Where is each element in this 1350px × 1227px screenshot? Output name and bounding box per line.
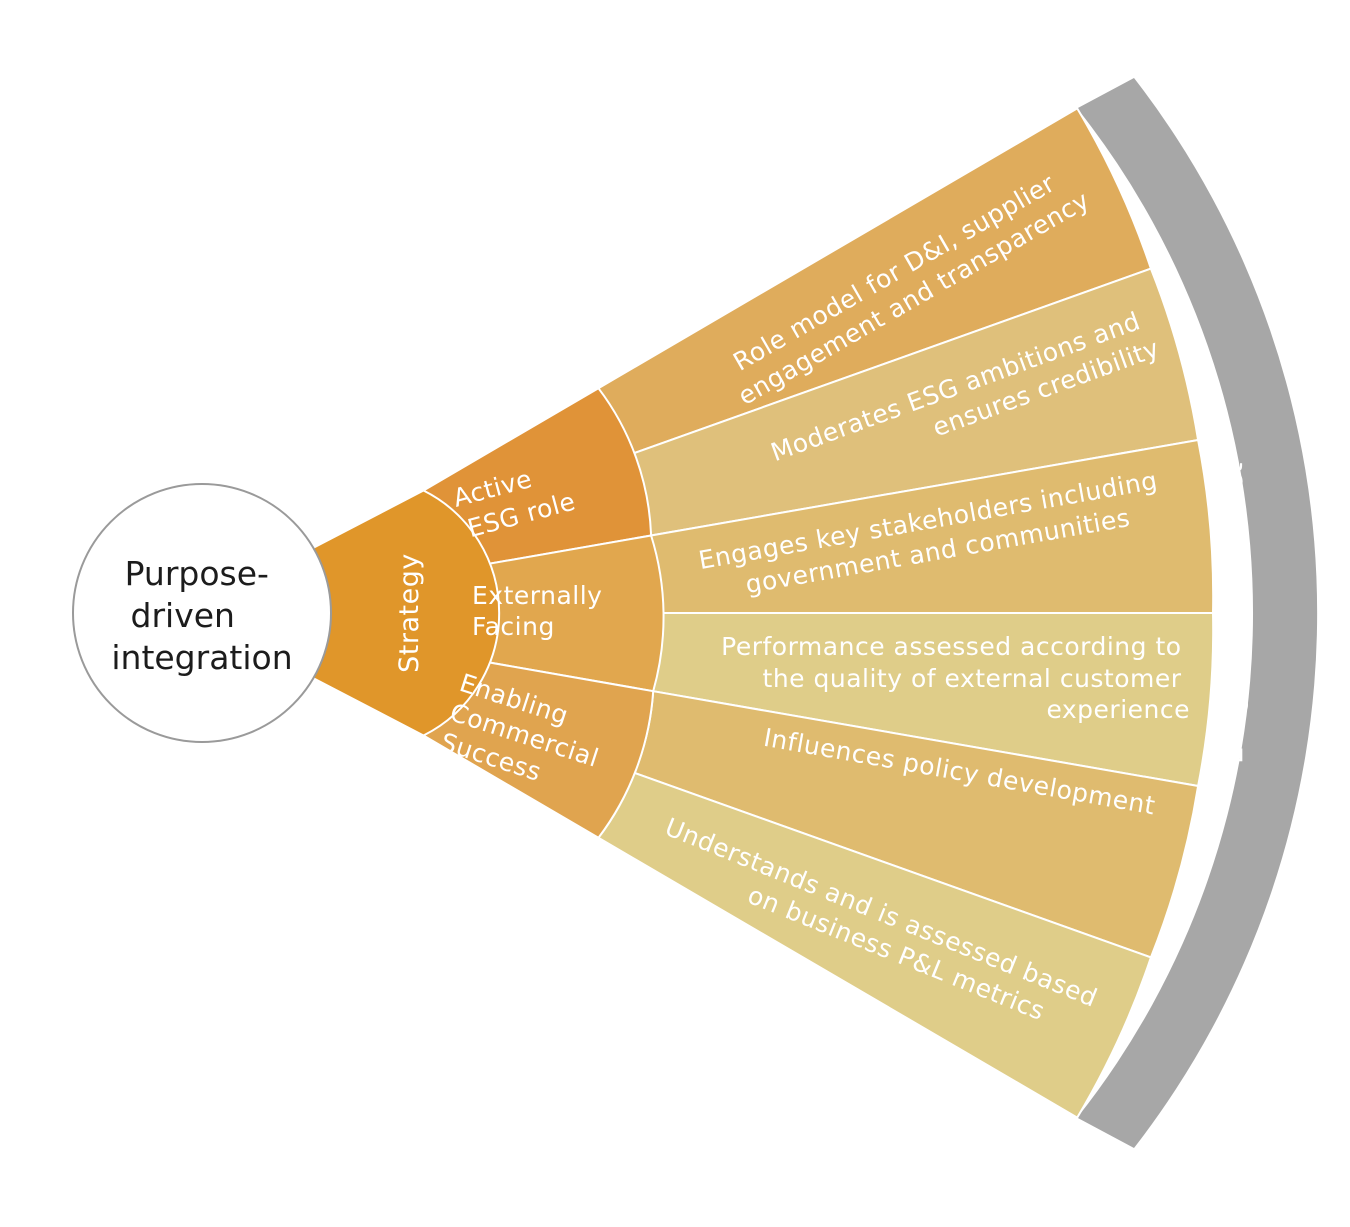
strategy-label: Strategy xyxy=(394,553,425,673)
performance-line-2: the quality of external customer xyxy=(763,664,1182,693)
performance-line-1: Performance assessed according to xyxy=(721,632,1181,661)
longer-term-mindset-label: Longer Term Mindset xyxy=(1216,462,1249,764)
performance-line-3: experience xyxy=(1046,695,1190,724)
externally-facing-line-1: Externally xyxy=(472,581,602,610)
center-circle xyxy=(72,483,332,743)
center-line-2: driven xyxy=(131,596,235,635)
svg-text:Performance assessed according: Performance assessed according to the qu… xyxy=(721,632,1190,724)
svg-text:Purpose- driven integr: Purpose- driven integration xyxy=(111,554,292,677)
svg-text:Externally Facing: Externally Facing xyxy=(472,581,611,641)
externally-facing-line-2: Facing xyxy=(472,612,555,641)
longer-term-mindset-band xyxy=(1077,78,1318,1148)
strategy-segment xyxy=(312,489,501,737)
center-line-3: integration xyxy=(111,638,292,677)
center-line-1: Purpose- xyxy=(125,554,269,593)
